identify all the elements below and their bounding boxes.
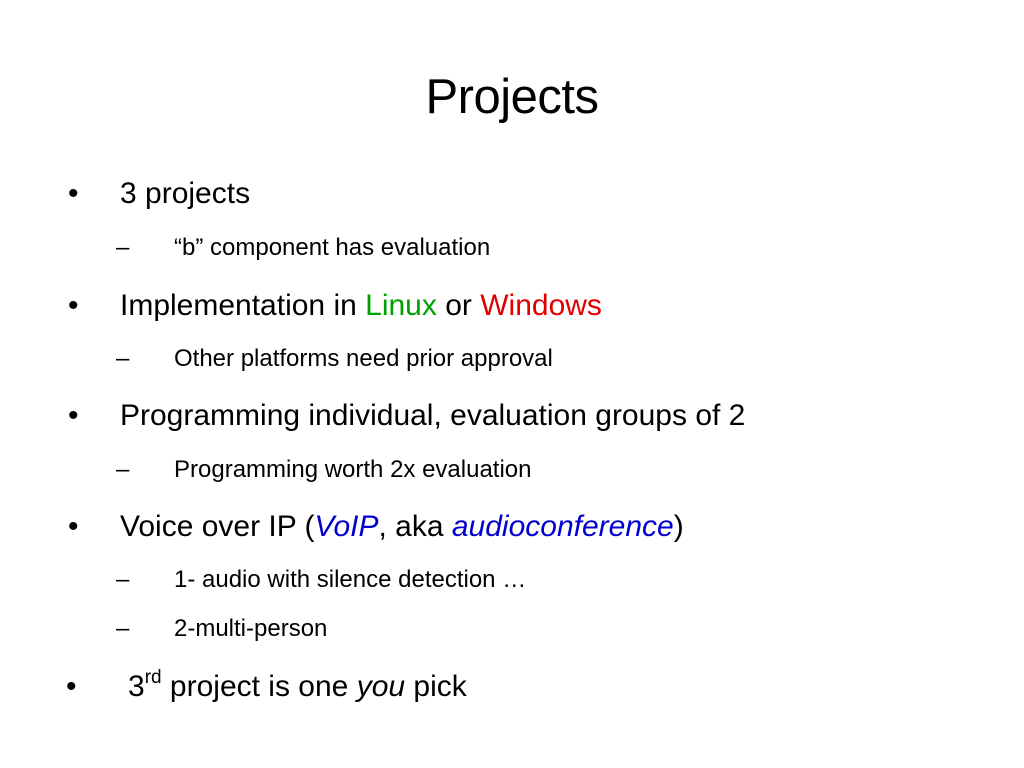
bullet-text: Implementation in Linux or Windows [120,284,602,328]
bullet-text: 3 projects [120,177,251,210]
text-middle: or [436,289,481,322]
sub-bullet-marker: – [116,345,130,372]
text-suffix: ) [673,510,684,543]
text-middle: , aka [378,510,452,543]
text-prefix: Implementation in [120,289,366,322]
bullet-marker: • [66,670,77,703]
sub-bullet-marker: – [116,456,130,483]
windows-label: Windows [480,289,602,322]
bullet-text: Programming individual, evaluation group… [120,399,746,432]
audioconference-label: audioconference [451,510,674,543]
sub-bullet-text: Other platforms need prior approval [174,345,553,372]
text-middle: project is one [161,670,357,703]
ordinal-suffix: rd [144,667,162,688]
slide-title: Projects [425,70,599,124]
sub-bullet-marker: – [116,566,130,593]
bullet-marker: • [68,399,79,432]
text-prefix: Voice over IP ( [120,510,315,543]
sub-bullet-text: 1- audio with silence detection … [174,566,527,593]
you-emphasis: you [356,670,406,703]
bullet-text: Voice over IP (VoIP, aka audioconference… [120,505,684,549]
voip-label: VoIP [314,510,379,543]
sub-bullet-text: 2-multi-person [174,615,328,642]
bullet-marker: • [68,177,79,210]
text-suffix: pick [405,670,467,703]
sub-bullet-marker: – [116,234,130,261]
bullet-marker: • [68,289,79,322]
sub-bullet-text: “b” component has evaluation [174,234,491,261]
ordinal-number: 3 [128,670,145,703]
linux-label: Linux [365,289,437,322]
sub-bullet-text: Programming worth 2x evaluation [174,456,532,483]
bullet-text: 3rd project is one you pick [128,665,467,709]
sub-bullet-marker: – [116,615,130,642]
bullet-marker: • [68,510,79,543]
